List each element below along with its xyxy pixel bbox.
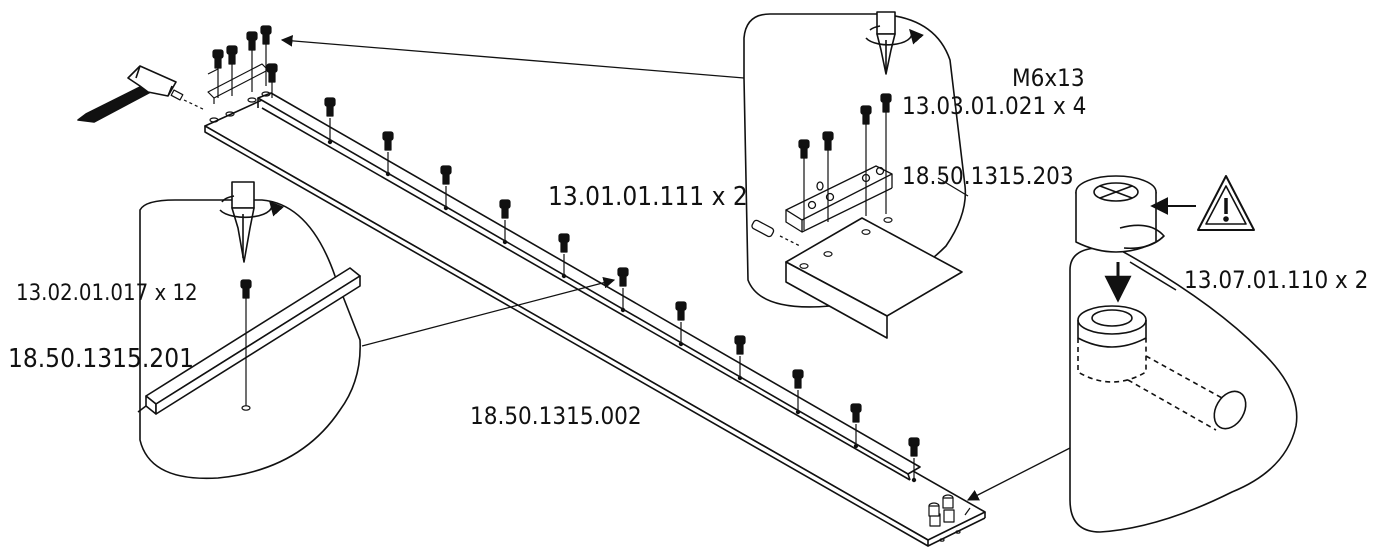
- screw-top-part-label: 13.03.01.021 x 4: [902, 92, 1087, 120]
- cam-lock-part-label: 13.07.01.110 x 2: [1184, 266, 1369, 294]
- rail-screw: [734, 335, 746, 381]
- detail-bubble-left: [137, 181, 361, 480]
- detail-bubble-top: [743, 11, 967, 339]
- detail-bubble-right: [1069, 175, 1298, 533]
- screwdriver-icon: [865, 11, 924, 75]
- rail-left-part-label: 18.50.1315.201: [8, 344, 194, 374]
- dowel-part-label: 13.01.01.111 x 2: [548, 182, 748, 212]
- left-rail: [137, 267, 361, 415]
- rail-screw: [324, 97, 336, 145]
- left-end-bracket: [170, 25, 278, 123]
- rail-screw: [382, 131, 394, 177]
- rail-screw: [558, 233, 570, 279]
- bubble-screws: [798, 93, 893, 269]
- rail-screw: [499, 199, 511, 245]
- left-screw: [240, 279, 252, 411]
- rail-screw: [850, 403, 862, 449]
- rail-screw: [792, 369, 804, 415]
- main-rail: [257, 92, 921, 481]
- rail-screw: [617, 267, 629, 313]
- screwdriver-icon: [219, 181, 284, 263]
- rail-screws: [324, 97, 920, 483]
- main-panel-part-label: 18.50.1315.002: [470, 402, 642, 430]
- hammer-icon: [77, 65, 177, 123]
- cam-lock-bottom: [1077, 305, 1247, 431]
- leader-arrows: [280, 35, 1071, 501]
- right-end-parts: [928, 494, 971, 542]
- rail-screw: [440, 165, 452, 211]
- dowel: [751, 181, 824, 247]
- screw-size-label: M6x13: [1012, 64, 1085, 92]
- rail-screw: [908, 437, 920, 483]
- warning-triangle-icon: [1150, 175, 1255, 231]
- cam-lock-top: [1075, 175, 1165, 303]
- main-panel: [204, 99, 986, 547]
- rail-screw: [675, 301, 687, 347]
- bubble-block: [785, 217, 963, 339]
- screw-left-part-label: 13.02.01.017 x 12: [16, 281, 198, 306]
- bracket-top-part-label: 18.50.1315.203: [902, 162, 1074, 190]
